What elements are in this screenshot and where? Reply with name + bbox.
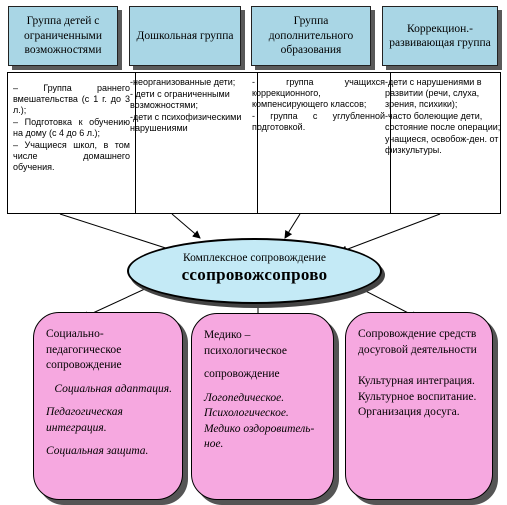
group-description-table: – Группа раннего вмешательства (с 1 г. д…: [7, 72, 501, 214]
support-item: Медико оздоровитель-ное.: [204, 422, 315, 451]
support-item: Культурное воспитание.: [358, 390, 477, 403]
group-label: Группа дополнительного образования: [268, 15, 354, 57]
description-cell-preschool: -неорганизованные дети; - дети с огранич…: [125, 73, 258, 213]
description-line: - группа с углубленной подготовкой.: [252, 110, 385, 132]
description-line: - дети с ограниченными возможностями;: [130, 88, 230, 110]
group-box-preschool: Дошкольная группа: [129, 6, 241, 66]
support-item: Психологическое.: [204, 407, 289, 420]
group-label: Дошкольная группа: [136, 29, 234, 42]
support-heading: Сопровождение средств досуговой деятельн…: [358, 328, 477, 356]
description-line: -дети с нарушениями в развитии (речи, сл…: [385, 77, 482, 109]
support-item: Социальная защита.: [46, 445, 149, 458]
description-line: – Подготовка к обучению на дому (с 4 до …: [13, 116, 130, 138]
support-item: Культурная интеграция.: [358, 375, 475, 388]
description-line: – Учащиеся школ, в том числе домашнего о…: [13, 139, 130, 172]
description-line: -дети с психофизическими нарушениями: [130, 111, 242, 133]
description-line: -неорганизованные дети;: [130, 77, 236, 87]
support-item: Организация досуга.: [358, 406, 460, 419]
description-line: - группа учащихся коррекционного, компен…: [252, 77, 385, 109]
support-heading: Медико – психологическое: [204, 329, 287, 357]
group-box-extra-education: Группа дополнительного образования: [251, 6, 371, 66]
description-cell-extra-education: - группа учащихся коррекционного, компен…: [247, 73, 391, 213]
group-label: Коррекцион.-развивающая группа: [389, 22, 491, 49]
support-box-medical-psychological: Медико – психологическое сопровождение Л…: [191, 313, 334, 500]
description-line: – Группа раннего вмешательства (с 1 г. д…: [13, 83, 130, 115]
group-box-correction: Коррекцион.-развивающая группа: [382, 6, 498, 66]
arrow-1: [59, 213, 179, 254]
description-cell-correction: -дети с нарушениями в развитии (речи, сл…: [380, 73, 507, 213]
arrow-3: [284, 213, 301, 239]
group-label: Группа детей с ограниченными возможностя…: [24, 15, 102, 57]
arrow-4: [339, 213, 441, 254]
central-support-ellipse: Комплексное сопровождение ссопровожсопро…: [127, 238, 382, 304]
central-subtitle: ссопровожсопрово: [181, 265, 328, 284]
support-item: Социальная адаптация.: [54, 382, 172, 395]
central-title: Комплексное сопровождение: [183, 252, 326, 264]
group-box-disabled: Группа детей с ограниченными возможностя…: [8, 6, 118, 66]
support-item: Педагогическая интеграция.: [46, 406, 123, 434]
support-box-social-pedagogical: Социально-педагогическое сопровождение С…: [33, 312, 183, 500]
support-heading: Социально-педагогическое сопровождение: [46, 328, 122, 372]
description-cell-disabled: – Группа раннего вмешательства (с 1 г. д…: [8, 73, 136, 213]
arrow-2: [171, 213, 201, 239]
description-line: -часто болеющие дети, состояние после оп…: [385, 110, 501, 132]
support-box-leisure: Сопровождение средств досуговой деятельн…: [345, 312, 493, 500]
support-item: Логопедическое.: [204, 391, 285, 404]
description-line: учащиеся, освобож-ден. от физкультуры.: [385, 133, 499, 155]
support-heading-2: сопровождение: [204, 368, 280, 381]
